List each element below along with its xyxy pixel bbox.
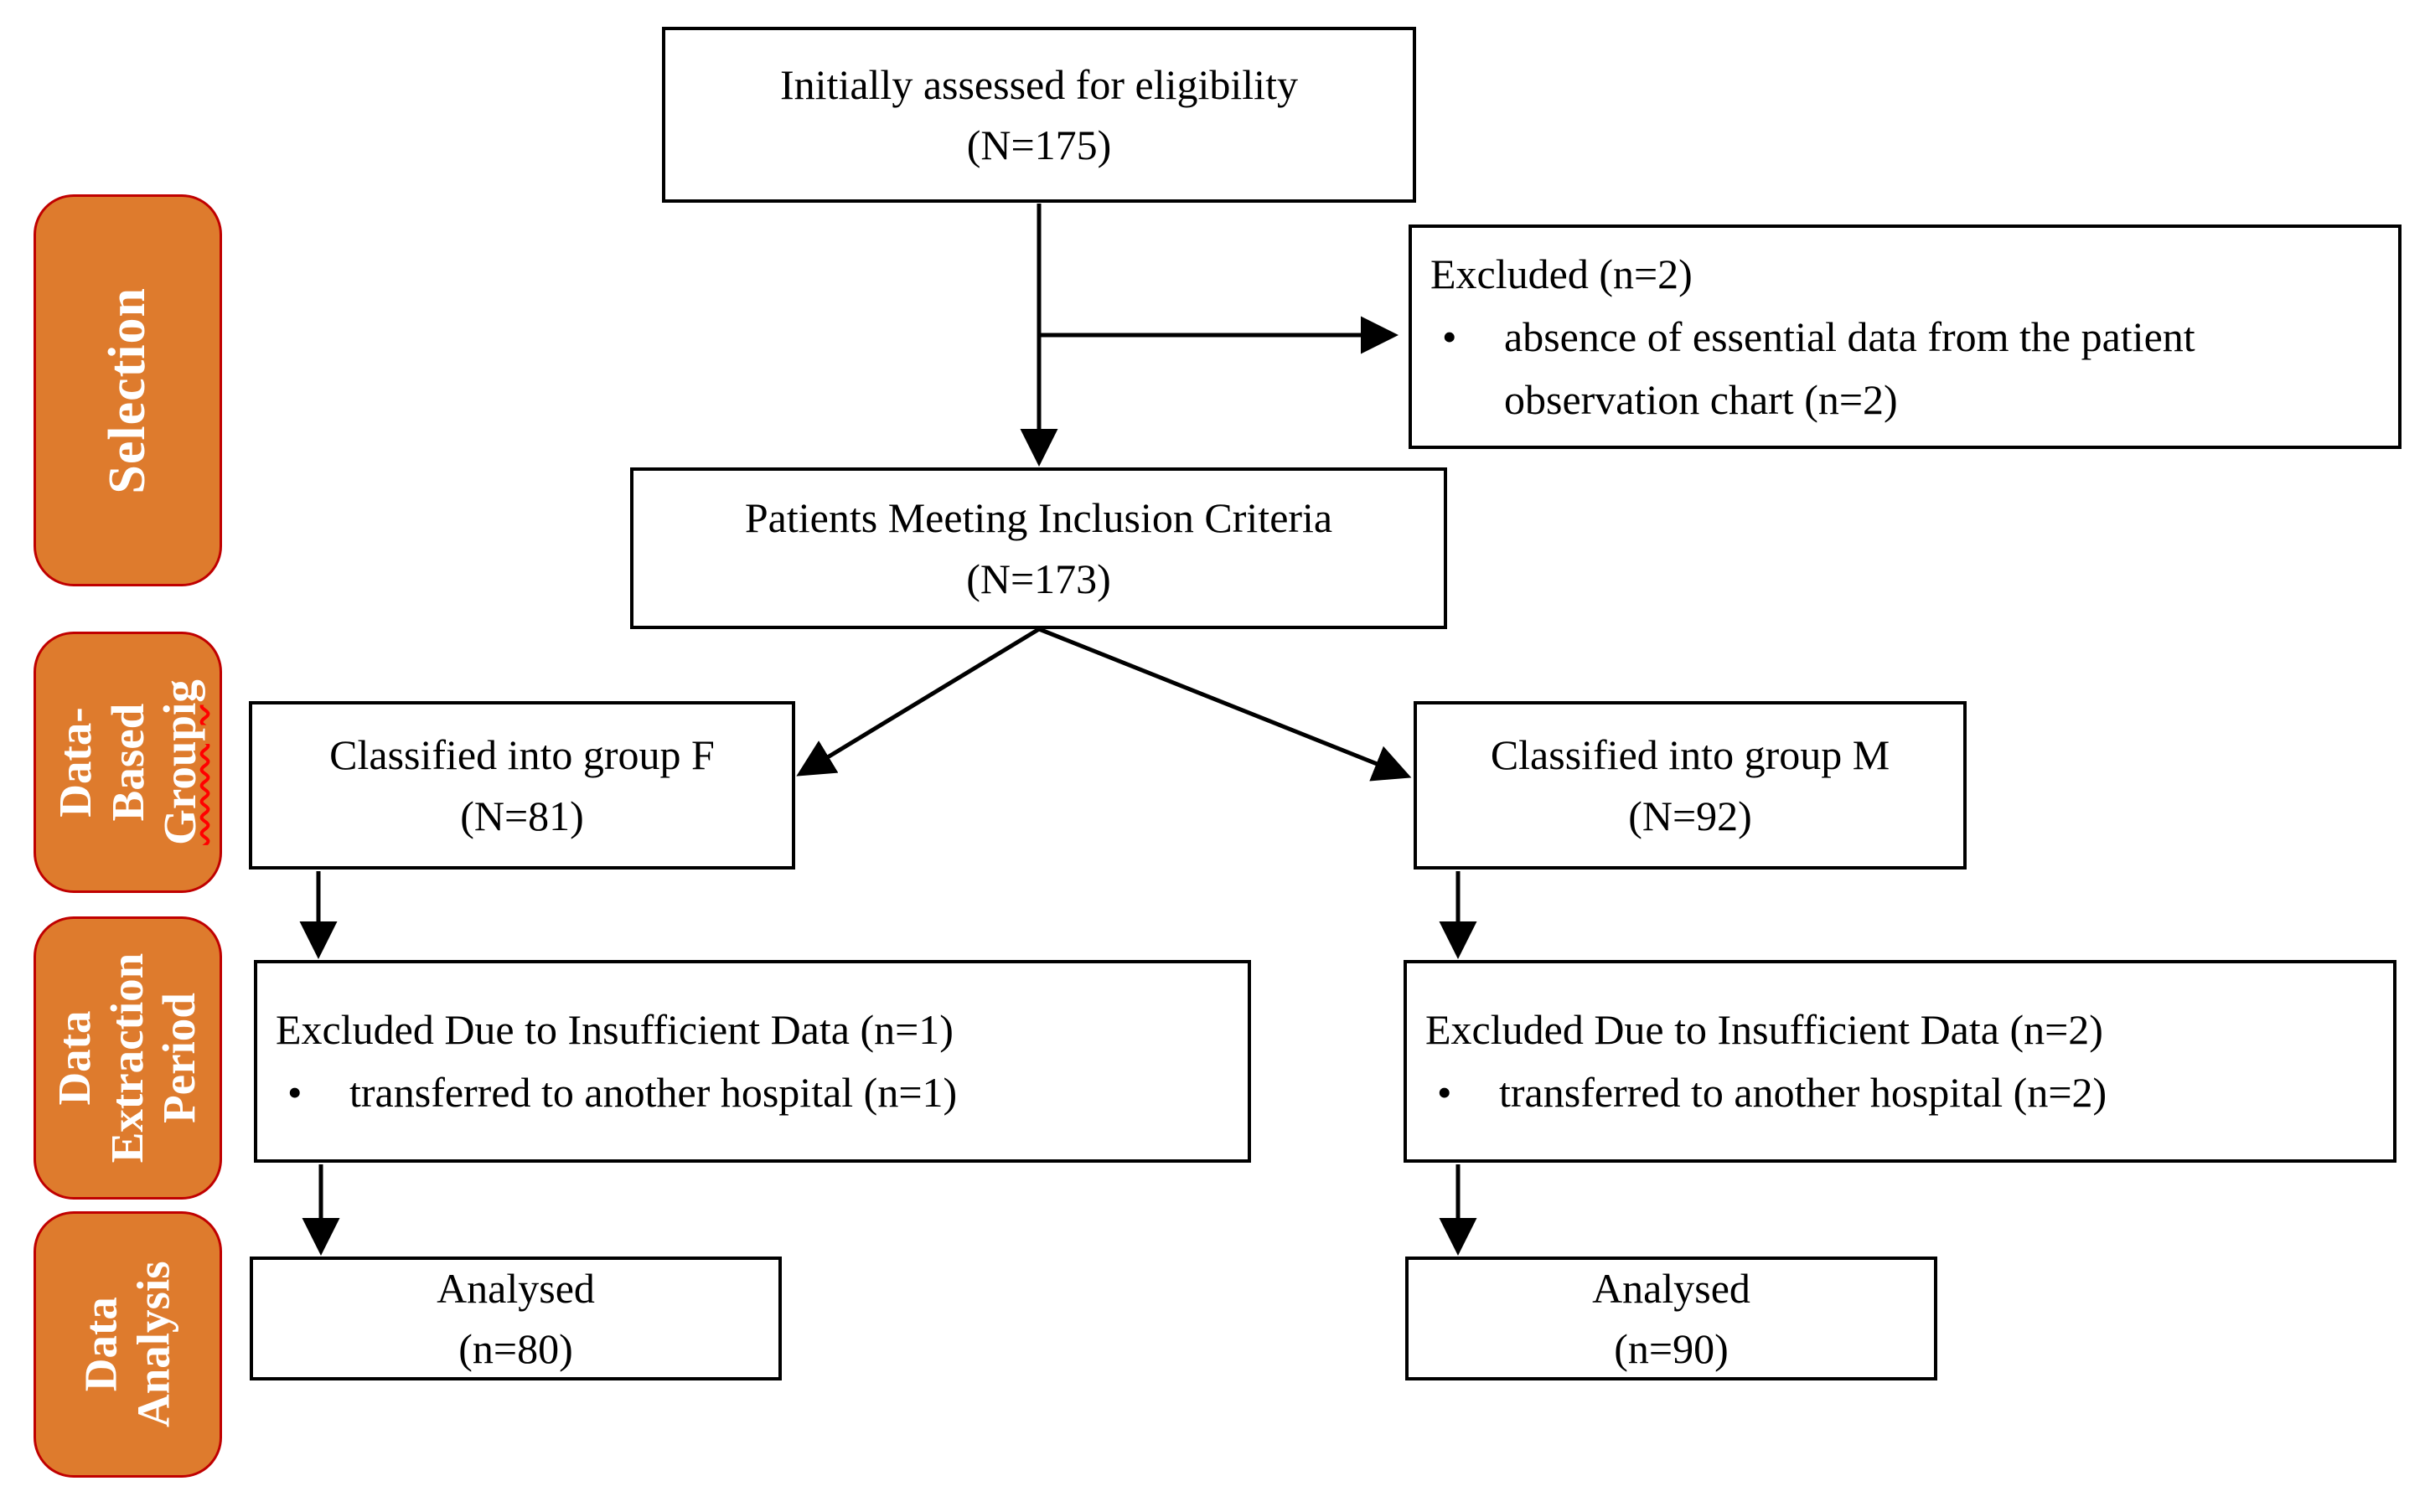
phase-line-misspelled: Groupig (153, 679, 205, 845)
box-excluded-initial: Excluded (n=2) • absence of essential da… (1409, 224, 2402, 449)
bullet-text: transferred to another hospital (n=1) (349, 1069, 958, 1116)
phase-panel-selection: Selection (34, 194, 222, 586)
box-title: Analysed (437, 1264, 595, 1312)
bullet-icon: • (1442, 312, 1457, 360)
phase-line: Extraction (101, 952, 153, 1164)
phase-line: Period (153, 993, 205, 1123)
box-title: Excluded (n=2) (1430, 250, 1693, 297)
phase-label-data-based-grouping: Data- Based Groupig (49, 679, 206, 845)
box-count: (n=90) (1614, 1325, 1729, 1372)
box-title: Analysed (1592, 1264, 1750, 1312)
arrow-inclusion-to-group-m (1038, 627, 1412, 782)
phase-panel-data-analysis: Data Analysis (34, 1211, 222, 1478)
bullet-row: • transferred to another hospital (n=1) (276, 1061, 1231, 1124)
box-count: (N=175) (966, 121, 1112, 168)
box-title: Initially assessed for eligibility (780, 60, 1298, 108)
bullet-text: transferred to another hospital (n=2) (1499, 1069, 2107, 1116)
phase-panel-data-based-grouping: Data- Based Groupig (34, 632, 222, 893)
box-count: (N=81) (460, 792, 584, 839)
box-count: (N=92) (1628, 792, 1752, 839)
bullet-icon: • (1437, 1069, 1452, 1116)
box-inclusion-criteria: Patients Meeting Inclusion Criteria (N=1… (630, 467, 1447, 629)
box-analysed-f: Analysed (n=80) (250, 1257, 782, 1380)
bullet-row: • absence of essential data from the pat… (1430, 306, 2381, 431)
arrow-inclusion-to-group-f (796, 627, 1041, 777)
box-group-f: Classified into group F (N=81) (249, 701, 795, 870)
phase-panel-data-extraction-period: Data Extraction Period (34, 916, 222, 1200)
bullet-row: • transferred to another hospital (n=2) (1425, 1061, 2376, 1124)
phase-line: Data (75, 1297, 127, 1392)
box-title: Classified into group M (1490, 731, 1890, 778)
phase-label-data-analysis: Data Analysis (75, 1262, 180, 1428)
box-title: Patients Meeting Inclusion Criteria (744, 494, 1333, 541)
phase-line: Data- (49, 707, 101, 818)
phase-label-selection: Selection (98, 287, 158, 494)
bullet-icon: • (287, 1069, 302, 1116)
phase-line: Data (49, 1010, 101, 1106)
box-title: Excluded Due to Insufficient Data (n=1) (276, 1006, 954, 1053)
phase-label-data-extraction-period: Data Extraction Period (49, 953, 206, 1164)
phase-line: Selection (99, 286, 157, 494)
box-analysed-m: Analysed (n=90) (1405, 1257, 1937, 1380)
bullet-text: absence of essential data from the patie… (1504, 312, 2195, 423)
box-initially-assessed: Initially assessed for eligibility (N=17… (662, 27, 1416, 203)
phase-line: Based (101, 703, 153, 822)
box-title: Excluded Due to Insufficient Data (n=2) (1425, 1006, 2103, 1053)
box-excluded-m: Excluded Due to Insufficient Data (n=2) … (1404, 960, 2396, 1163)
box-count: (n=80) (458, 1325, 573, 1372)
phase-line: Analysis (127, 1261, 179, 1428)
box-title: Classified into group F (329, 731, 715, 778)
box-excluded-f: Excluded Due to Insufficient Data (n=1) … (254, 960, 1251, 1163)
box-count: (N=173) (966, 555, 1111, 602)
box-group-m: Classified into group M (N=92) (1414, 701, 1967, 870)
